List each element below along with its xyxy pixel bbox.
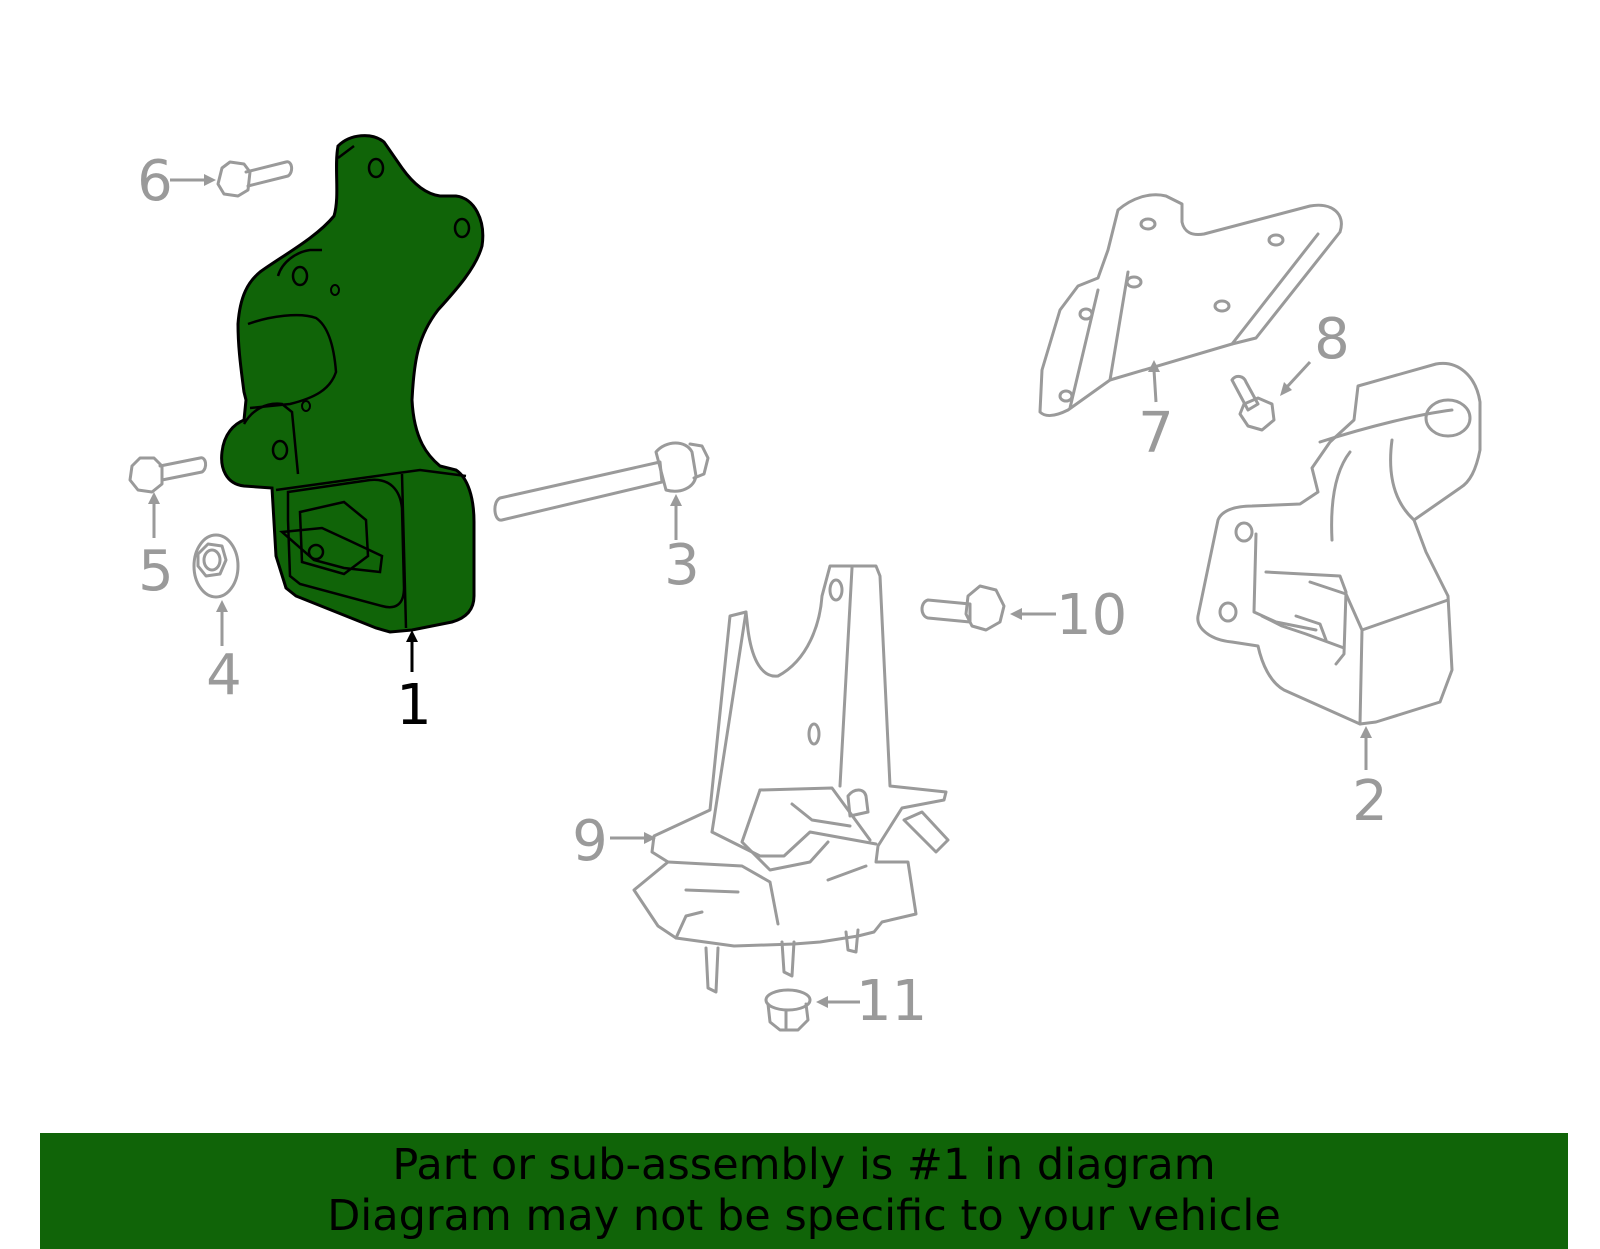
part-4-nut[interactable] <box>192 533 240 599</box>
callout-9: 9 <box>572 809 608 874</box>
part-8-bolt[interactable] <box>1230 374 1276 432</box>
leader-arrows <box>148 174 1372 1008</box>
part-7-bracket[interactable] <box>1038 193 1343 418</box>
part-11-nut[interactable] <box>764 988 812 1032</box>
part-3-long-bolt[interactable] <box>493 441 710 522</box>
info-banner: Part or sub-assembly is #1 in diagram Di… <box>40 1133 1568 1249</box>
part-1-engine-mount[interactable] <box>220 134 485 634</box>
callout-8: 8 <box>1314 307 1350 372</box>
banner-line-2: Diagram may not be specific to your vehi… <box>327 1191 1281 1241</box>
part-5-bolt[interactable] <box>128 456 208 494</box>
part-6-bolt[interactable] <box>216 160 294 198</box>
part-9-trans-mount[interactable] <box>632 564 950 994</box>
callout-6: 6 <box>137 149 173 214</box>
callout-5: 5 <box>138 539 174 604</box>
callout-2: 2 <box>1352 769 1388 834</box>
leader-arrow-1 <box>406 630 418 672</box>
banner-line-1: Part or sub-assembly is #1 in diagram <box>392 1140 1216 1190</box>
callout-11: 11 <box>856 969 927 1034</box>
callout-4: 4 <box>206 643 242 708</box>
callout-7: 7 <box>1138 401 1174 466</box>
part-2-engine-mount[interactable] <box>1196 361 1482 726</box>
callout-1: 1 <box>396 673 432 738</box>
callout-10: 10 <box>1056 583 1127 648</box>
part-10-bolt[interactable] <box>920 584 1006 632</box>
callout-3: 3 <box>664 533 700 598</box>
